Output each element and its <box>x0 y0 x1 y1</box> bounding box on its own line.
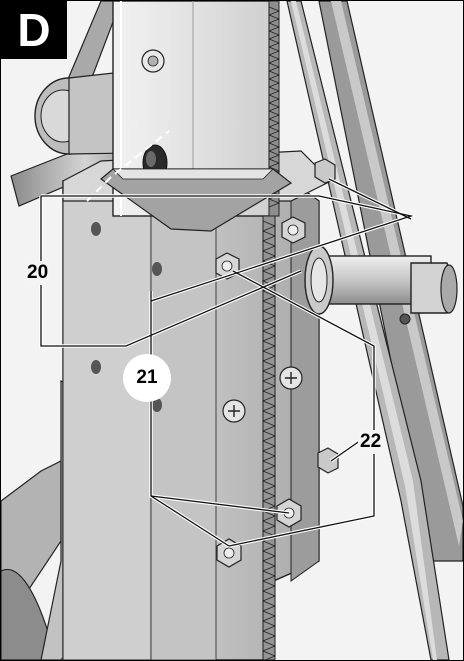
rack <box>261 215 277 660</box>
callout-22: 22 <box>358 430 384 454</box>
callout-21: 21 <box>123 354 171 402</box>
callout-20: 20 <box>25 261 51 285</box>
panel-label: D <box>1 1 67 59</box>
hidden-edge-line <box>86 130 170 202</box>
carriage-holes <box>91 222 162 412</box>
pinion-shaft <box>304 245 458 325</box>
phillips-screws <box>222 366 303 423</box>
column <box>100 1 293 232</box>
